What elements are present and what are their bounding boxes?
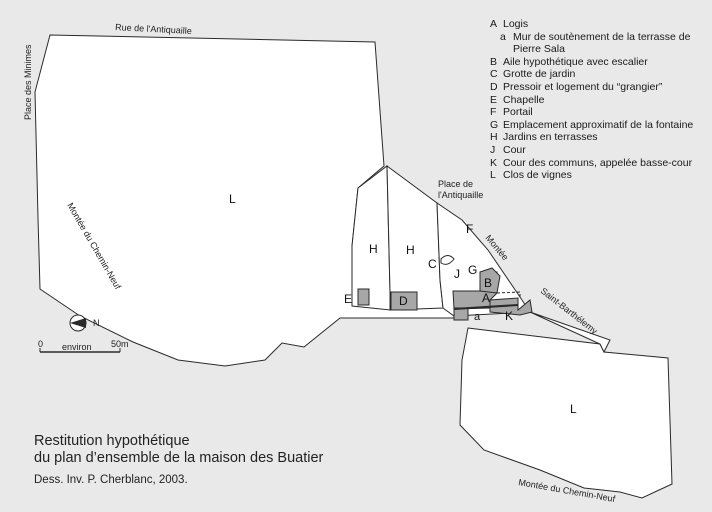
grotto-C-icon — [440, 255, 455, 265]
building-K-right — [489, 297, 533, 316]
zone-label-L-bottom: L — [570, 402, 577, 416]
zone-label-K: K — [505, 309, 513, 323]
scale-unit-label: environ — [62, 342, 92, 352]
zone-label-H1: H — [369, 242, 378, 256]
zone-label-H2: H — [406, 243, 415, 257]
caption-line-1: Restitution hypothétique — [34, 433, 190, 449]
caption-credit: Dess. Inv. P. Cherblanc, 2003. — [34, 474, 188, 486]
street-label-place-minimes: Place des Minimes — [23, 44, 33, 120]
zone-label-D: D — [399, 294, 408, 308]
zone-label-G: G — [468, 263, 477, 277]
north-arrow-icon — [69, 314, 87, 332]
street-label-rue-antiquaille: Rue de l'Antiquaille — [115, 22, 192, 36]
zone-label-B: B — [484, 276, 492, 290]
hypothetical-wing-outline — [496, 291, 521, 298]
parcel-L-bottom — [459, 327, 673, 499]
zone-label-J: J — [454, 267, 460, 281]
zone-label-L-top: L — [229, 192, 236, 206]
street-label-place-antiquaille-2: l'Antiquaille — [438, 190, 483, 200]
terrace-H-left — [351, 165, 391, 311]
building-D-pressoir — [390, 291, 418, 311]
retaining-wall-a — [453, 304, 519, 310]
building-B-aile — [479, 267, 501, 294]
north-label: N — [93, 318, 100, 328]
scale-max: 50m — [111, 339, 129, 349]
street-label-place-antiquaille-1: Place de — [438, 179, 473, 189]
scale-zero: 0 — [38, 339, 43, 349]
zone-label-E: E — [344, 292, 352, 306]
zone-label-A: A — [482, 291, 490, 305]
terrace-H-right — [386, 164, 444, 311]
zone-label-C: C — [428, 257, 437, 271]
street-strip — [529, 311, 611, 354]
zone-label-F: F — [466, 222, 473, 236]
zone-label-a: a — [474, 311, 481, 323]
caption-line-2: du plan d’ensemble de la maison des Buat… — [34, 450, 324, 466]
figure-caption: Restitution hypothétique du plan d’ensem… — [34, 433, 323, 486]
building-E-chapelle — [357, 288, 370, 306]
